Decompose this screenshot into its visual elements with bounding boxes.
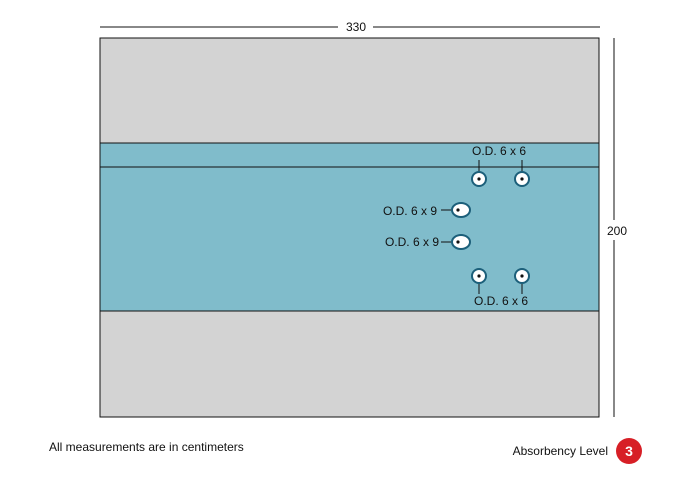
hole-dot-top-left — [477, 177, 481, 181]
hole-dot-middle-lower — [456, 240, 460, 244]
absorbency-label: Absorbency Level — [512, 444, 608, 458]
hole-dot-top-right — [520, 177, 524, 181]
absorbency-level-badge: 3 — [616, 438, 642, 464]
absorbent-core — [99, 142, 600, 312]
hole-dot-middle-upper — [456, 208, 460, 212]
measurement-note: All measurements are in centimeters — [49, 440, 244, 454]
hole-label-top: O.D. 6 x 6 — [472, 144, 526, 158]
width-dimension-label: 330 — [346, 20, 366, 34]
hole-label-middle-lower: O.D. 6 x 9 — [385, 235, 439, 249]
hole-label-bottom: O.D. 6 x 6 — [474, 294, 528, 308]
hole-dot-bottom-left — [477, 274, 481, 278]
hole-dot-bottom-right — [520, 274, 524, 278]
absorbency-indicator: Absorbency Level 3 — [513, 438, 642, 464]
height-dimension-label: 200 — [607, 224, 627, 238]
hole-6x9-upper — [451, 202, 471, 218]
hole-label-middle-upper: O.D. 6 x 9 — [383, 204, 437, 218]
hole-6x9-lower — [451, 234, 471, 250]
